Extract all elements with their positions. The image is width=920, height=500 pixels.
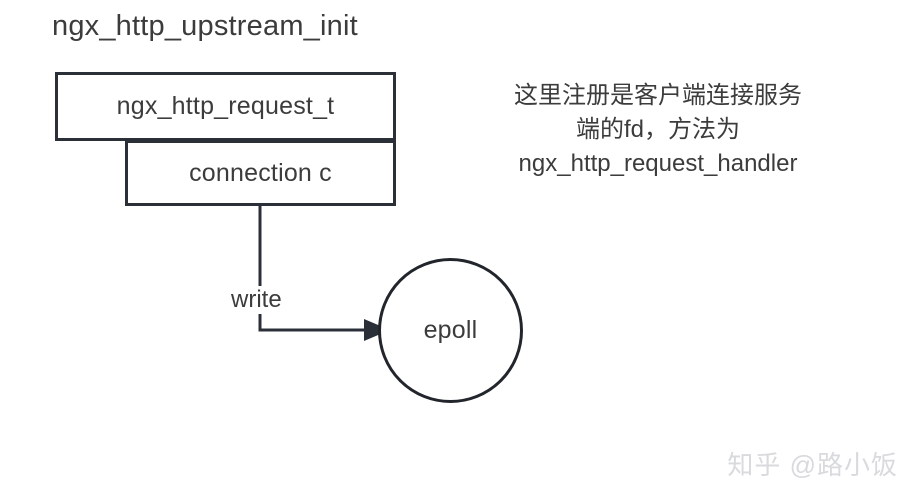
node-label: connection c xyxy=(189,158,332,187)
annotation-line-2: 端的fd，方法为 xyxy=(575,116,740,143)
edge-label-write: write xyxy=(228,286,285,314)
watermark: 知乎 @路小饭 xyxy=(727,450,898,480)
node-epoll: epoll xyxy=(378,258,523,403)
page-title: ngx_http_upstream_init xyxy=(52,10,358,42)
annotation-note: 这里注册是客户端连接服务 端的fd，方法为 ngx_http_request_h… xyxy=(478,79,838,181)
node-label: ngx_http_request_t xyxy=(116,92,335,120)
annotation-line-3: ngx_http_request_handler xyxy=(518,150,798,177)
node-ngx-http-request-t: ngx_http_request_t xyxy=(55,72,396,141)
annotation-line-1: 这里注册是客户端连接服务 xyxy=(514,82,802,109)
node-connection-c: connection c xyxy=(125,140,396,206)
node-label: epoll xyxy=(423,316,478,344)
